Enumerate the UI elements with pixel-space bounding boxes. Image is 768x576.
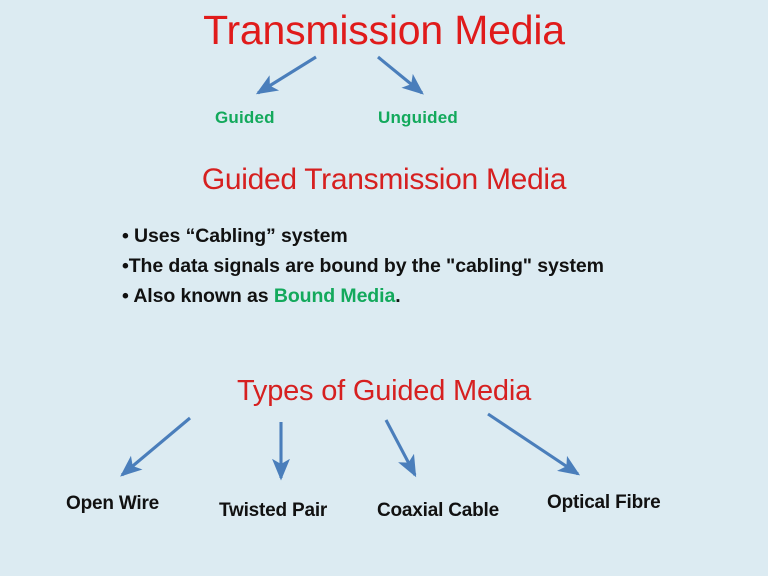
page-title: Transmission Media: [203, 7, 565, 53]
arrow-to-guided: [255, 55, 317, 95]
leaf-label-twisted-pair: Twisted Pair: [219, 500, 328, 521]
list-item: • Uses “Cabling” system: [122, 221, 742, 251]
bullet-highlight: Bound Media: [273, 285, 396, 307]
arrow-to-open-wire: [120, 416, 191, 477]
guided-bullet-list: • Uses “Cabling” system •The data signal…: [122, 221, 742, 311]
list-item: •The data signals are bound by the "cabl…: [122, 251, 742, 281]
arrow-to-unguided: [377, 55, 424, 95]
leaf-label-open-wire: Open Wire: [66, 493, 160, 514]
bullet-text: •The data signals are bound by the "cabl…: [122, 255, 604, 277]
bullet-text: • Uses “Cabling” system: [122, 225, 348, 247]
bullet-suffix: .: [395, 285, 401, 307]
types-section-heading: Types of Guided Media: [236, 375, 532, 407]
leaf-label-optical-fibre: Optical Fibre: [547, 492, 661, 513]
bullet-text: • Also known as: [122, 285, 274, 307]
branch-label-guided: Guided: [215, 108, 275, 127]
branch-label-unguided: Unguided: [378, 108, 458, 127]
arrow-to-coaxial-cable: [384, 419, 417, 478]
list-item: • Also known as Bound Media.: [122, 281, 742, 311]
guided-section-heading: Guided Transmission Media: [201, 163, 567, 196]
leaf-label-coaxial-cable: Coaxial Cable: [377, 500, 500, 521]
arrow-to-optical-fibre: [487, 412, 581, 476]
